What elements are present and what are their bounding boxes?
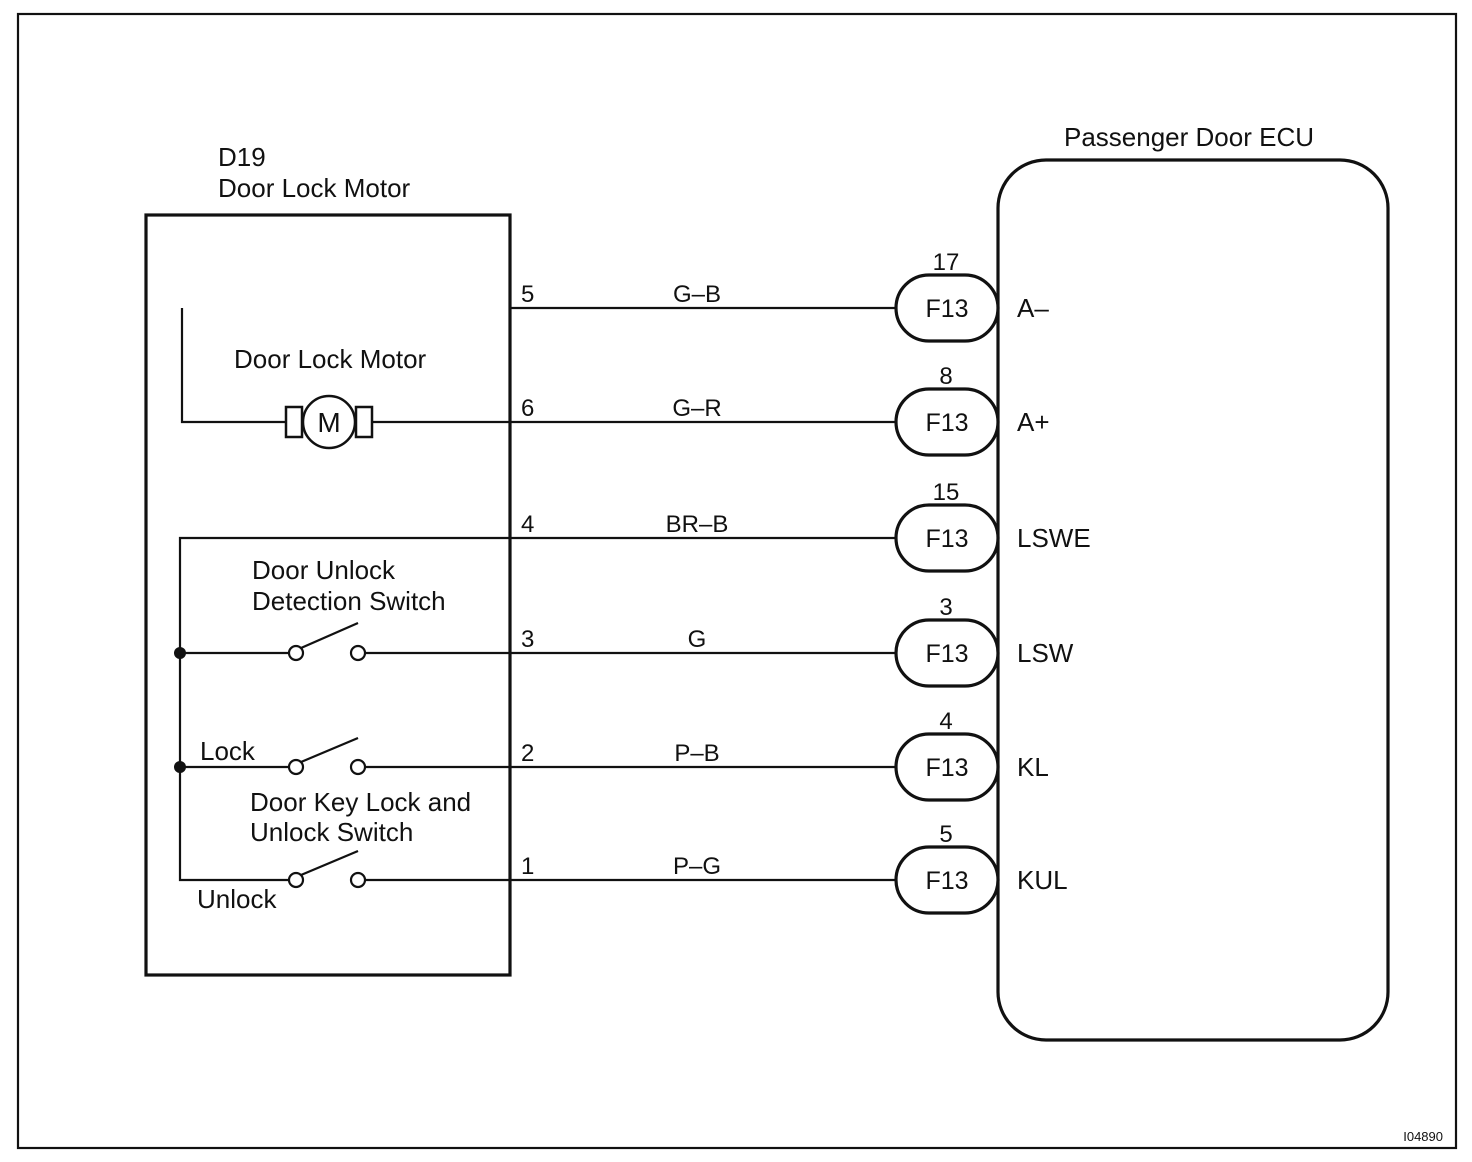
ecu-pin-number: 5: [939, 821, 952, 848]
component-name: Door Lock Motor: [218, 173, 411, 203]
ecu-pin-number: 4: [939, 708, 952, 735]
pin-number: 1: [521, 853, 534, 880]
wire-color: G–B: [673, 281, 721, 308]
connector-shape: [894, 845, 1000, 915]
motor-icon: M: [284, 394, 374, 450]
connector-shape: [894, 732, 1000, 802]
motor-symbol: M: [317, 407, 340, 438]
ecu-pin-number: 3: [939, 594, 952, 621]
connector-code: F13: [925, 409, 968, 437]
ecu-terminal-name: KL: [1017, 752, 1049, 782]
unlock-detection-switch-label: Detection Switch: [252, 586, 446, 616]
pin-number: 4: [521, 511, 534, 538]
unlock-detection-switch-label: Door Unlock: [252, 555, 396, 585]
component-box: [144, 213, 512, 977]
connector-code: F13: [925, 754, 968, 782]
connector-code: F13: [925, 640, 968, 668]
wire-color: P–G: [673, 853, 721, 880]
pin-number: 6: [521, 395, 534, 422]
ecu-pin-number: 17: [933, 249, 960, 276]
ecu-terminal-name: A+: [1017, 407, 1050, 437]
connector-code: F13: [925, 867, 968, 895]
wire-row: 6 G–R F13 8A+: [510, 363, 1050, 457]
pin-number: 3: [521, 626, 534, 653]
connector-shape: [894, 273, 1000, 343]
connector-shape: [894, 618, 1000, 688]
pin-number: 5: [521, 281, 534, 308]
component-id: D19: [218, 142, 266, 172]
ecu-box: [996, 158, 1390, 1042]
motor-label: Door Lock Motor: [234, 344, 427, 374]
key-switch-label: Unlock Switch: [250, 817, 413, 847]
page-frame: [16, 12, 1458, 1150]
switch-bus-wire: [178, 536, 510, 882]
wire-color: BR–B: [666, 511, 729, 538]
connector-code: F13: [925, 525, 968, 553]
ecu-pin-number: 8: [939, 363, 952, 390]
lock-label: Lock: [200, 736, 256, 766]
unlock-switch-icon: [287, 849, 510, 889]
ecu-terminal-name: A–: [1017, 293, 1049, 323]
unlock-label: Unlock: [197, 884, 277, 914]
ecu-pin-number: 15: [933, 479, 960, 506]
wire-color: P–B: [674, 740, 719, 767]
key-switch-label: Door Key Lock and: [250, 787, 471, 817]
wire-row: 5 G–B F13 17A–: [510, 249, 1049, 343]
connector-shape: [894, 387, 1000, 457]
connector-code: F13: [925, 295, 968, 323]
wire-color: G–R: [672, 395, 721, 422]
wire-color: G: [688, 626, 707, 653]
unlock-detection-switch-icon: [180, 621, 510, 662]
ecu-terminal-name: LSWE: [1017, 523, 1091, 553]
ecu-name: Passenger Door ECU: [1064, 122, 1314, 152]
figure-id: I04890: [1403, 1129, 1443, 1144]
lock-switch-icon: [180, 736, 510, 776]
motor-loop-wire: [180, 308, 286, 424]
ecu-terminal-name: KUL: [1017, 865, 1068, 895]
connector-shape: [894, 503, 1000, 573]
pin-number: 2: [521, 740, 534, 767]
wire-row: 2 P–B F13 4KL: [510, 708, 1049, 802]
ecu-terminal-name: LSW: [1017, 638, 1074, 668]
